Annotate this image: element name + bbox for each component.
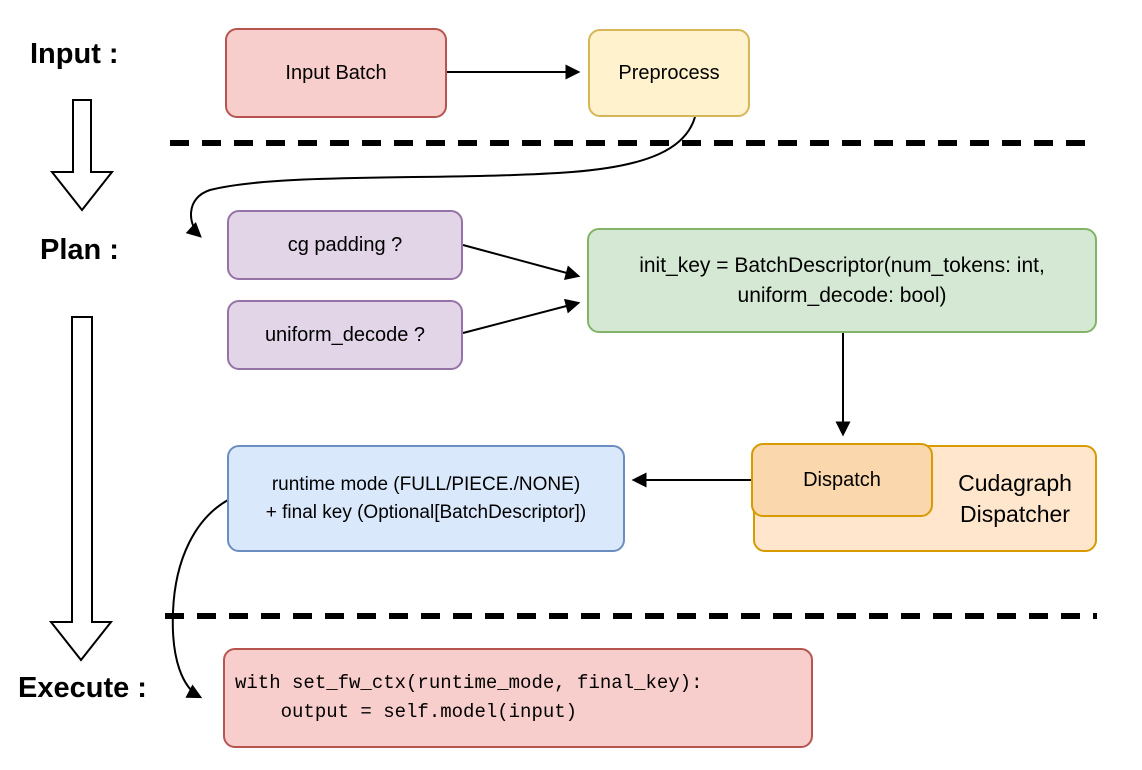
stage-label-plan: Plan : (40, 234, 119, 266)
cudagraph-dispatcher-label: Cudagraph Dispatcher (933, 445, 1097, 552)
node-uniform-decode: uniform_decode ? (227, 300, 463, 370)
node-preprocess: Preprocess (588, 29, 750, 117)
arrow-preprocess-to-cgpadding (185, 116, 696, 238)
execute-code-line1: with set_fw_ctx(runtime_mode, final_key)… (235, 672, 703, 694)
node-runtime-mode: runtime mode (FULL/PIECE./NONE) + final … (227, 445, 625, 552)
node-init-key: init_key = BatchDescriptor(num_tokens: i… (587, 228, 1097, 333)
arrow-cgpadding-to-initkey (462, 244, 581, 280)
stage-arrow-input-to-plan (49, 99, 115, 212)
init-key-line1: init_key = BatchDescriptor(num_tokens: i… (639, 253, 1045, 277)
cudagraph-label-line1: Cudagraph (958, 469, 1072, 496)
node-dispatch: Dispatch (751, 443, 933, 517)
node-execute-code: with set_fw_ctx(runtime_mode, final_key)… (223, 648, 813, 748)
init-key-line2: uniform_decode: bool) (737, 283, 947, 307)
node-cg-padding: cg padding ? (227, 210, 463, 280)
stage-arrow-plan-to-execute (48, 316, 114, 662)
arrow-runtimemode-to-executecode (171, 499, 229, 699)
runtime-mode-line1: runtime mode (FULL/PIECE./NONE) (271, 473, 581, 495)
stage-label-input: Input : (30, 38, 119, 70)
node-input-batch: Input Batch (225, 28, 447, 118)
cudagraph-label-line2: Dispatcher (960, 500, 1070, 527)
execute-code-line2: output = self.model(input) (235, 701, 578, 723)
runtime-mode-line2: + final key (Optional[BatchDescriptor]) (265, 501, 587, 523)
stage-label-execute: Execute : (18, 672, 147, 704)
arrow-uniformdecode-to-initkey (462, 298, 581, 334)
